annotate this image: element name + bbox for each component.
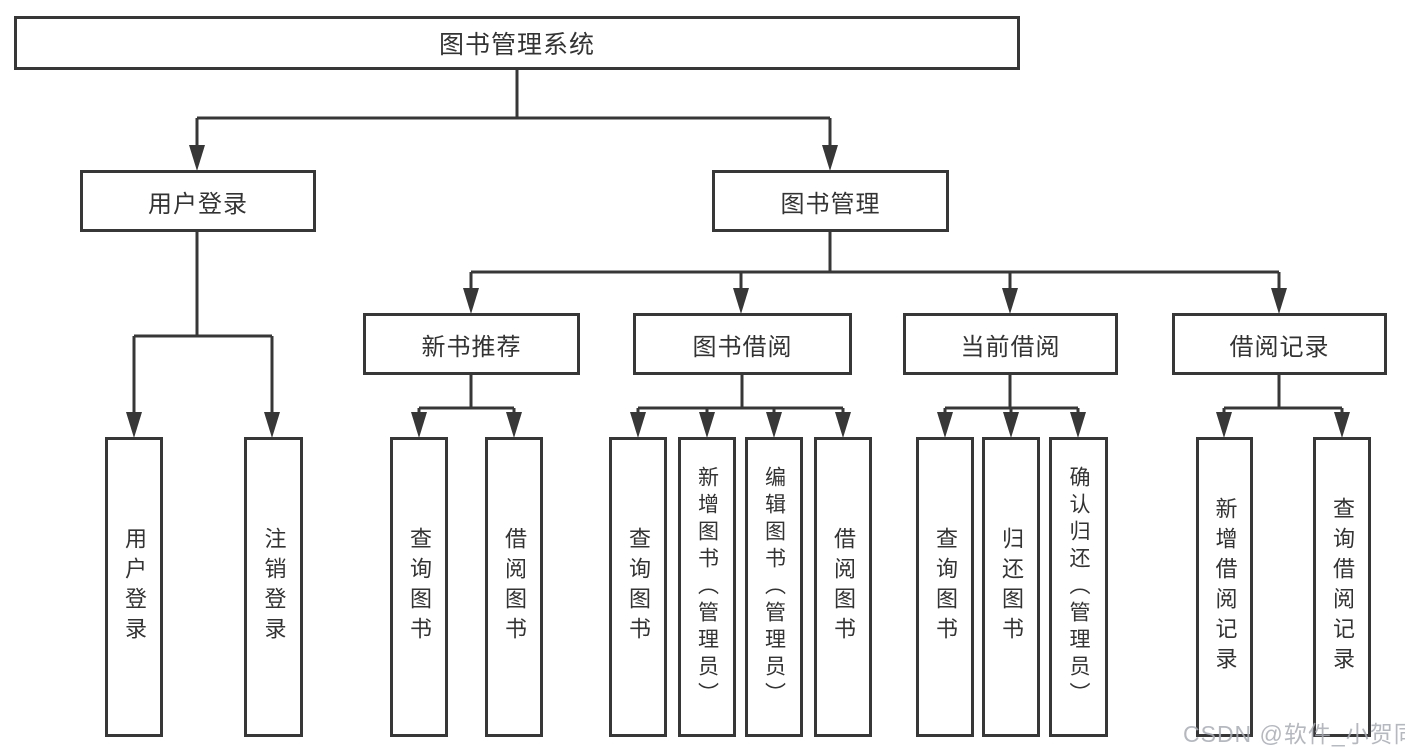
arrowhead-icon	[822, 145, 838, 171]
node-book-borrow: 图书借阅	[633, 313, 852, 375]
node-label: 用户登录	[122, 527, 147, 647]
arrowhead-icon	[766, 412, 782, 438]
arrowhead-icon	[630, 412, 646, 438]
arrowhead-icon	[264, 412, 280, 438]
arrowhead-icon	[699, 412, 715, 438]
node-label: 新书推荐	[421, 333, 522, 361]
arrowhead-icon	[733, 288, 749, 314]
node-label: 借阅图书	[502, 527, 527, 647]
connector-user-login-children	[126, 232, 280, 438]
leaf-user-login: 用户登录	[105, 437, 163, 737]
arrowhead-icon	[1002, 288, 1018, 314]
node-borrow-records: 借阅记录	[1172, 313, 1387, 375]
watermark: CSDN @软件_小贺同学	[1183, 721, 1405, 747]
leaf-record-add: 新增借阅记录	[1196, 437, 1253, 737]
connector-borrow-records-children	[1216, 375, 1350, 438]
leaf-borrow-book: 借阅图书	[814, 437, 872, 737]
node-label: 归还图书	[999, 527, 1024, 647]
node-label: 图书管理	[780, 190, 881, 218]
arrowhead-icon	[1003, 412, 1019, 438]
arrowhead-icon	[937, 412, 953, 438]
node-label: 新增借阅记录	[1212, 497, 1238, 677]
leaf-current-confirm-admin: 确认归还（管理员）	[1049, 437, 1108, 737]
arrowhead-icon	[1334, 412, 1350, 438]
node-label: 查询图书	[626, 527, 651, 647]
leaf-borrow-edit-admin: 编辑图书（管理员）	[745, 437, 803, 737]
node-label: 查询图书	[407, 527, 432, 647]
node-label: 注销登录	[261, 527, 287, 647]
node-user-login: 用户登录	[80, 170, 316, 232]
arrowhead-icon	[189, 145, 205, 171]
connector-book-borrow-children	[630, 375, 851, 438]
node-label: 借阅记录	[1229, 333, 1330, 361]
leaf-borrow-add-admin: 新增图书（管理员）	[678, 437, 736, 737]
leaf-borrow-query: 查询图书	[609, 437, 667, 737]
connector-current-borrow-children	[937, 375, 1086, 438]
node-root-system: 图书管理系统	[14, 16, 1020, 70]
leaf-current-return: 归还图书	[982, 437, 1040, 737]
arrowhead-icon	[463, 288, 479, 314]
arrowhead-icon	[126, 412, 142, 438]
node-label: 查询图书	[933, 527, 958, 647]
leaf-logout: 注销登录	[244, 437, 303, 737]
node-label: 图书管理系统	[438, 31, 595, 59]
node-label: 查询借阅记录	[1330, 497, 1355, 677]
node-label: 确认归还（管理员）	[1067, 465, 1090, 709]
connector-root-to-level2	[189, 70, 838, 171]
arrowhead-icon	[411, 412, 427, 438]
arrowhead-icon	[1216, 412, 1232, 438]
connector-new-book-children	[411, 375, 522, 438]
leaf-record-query: 查询借阅记录	[1313, 437, 1371, 737]
leaf-newbook-query: 查询图书	[390, 437, 448, 737]
connector-book-mgmt-to-level3	[463, 232, 1287, 314]
arrowhead-icon	[1271, 288, 1287, 314]
node-label: 图书借阅	[692, 333, 793, 361]
node-label: 新增图书（管理员）	[695, 465, 719, 709]
arrowhead-icon	[506, 412, 522, 438]
node-current-borrow: 当前借阅	[903, 313, 1118, 375]
node-new-book-recommend: 新书推荐	[363, 313, 580, 375]
node-label: 当前借阅	[960, 333, 1061, 361]
node-label: 编辑图书（管理员）	[762, 465, 786, 709]
node-label: 用户登录	[148, 190, 248, 218]
node-book-management: 图书管理	[712, 170, 949, 232]
leaf-current-query: 查询图书	[916, 437, 974, 737]
arrowhead-icon	[835, 412, 851, 438]
node-label: 借阅图书	[831, 527, 856, 647]
arrowhead-icon	[1070, 412, 1086, 438]
leaf-newbook-borrow: 借阅图书	[485, 437, 543, 737]
